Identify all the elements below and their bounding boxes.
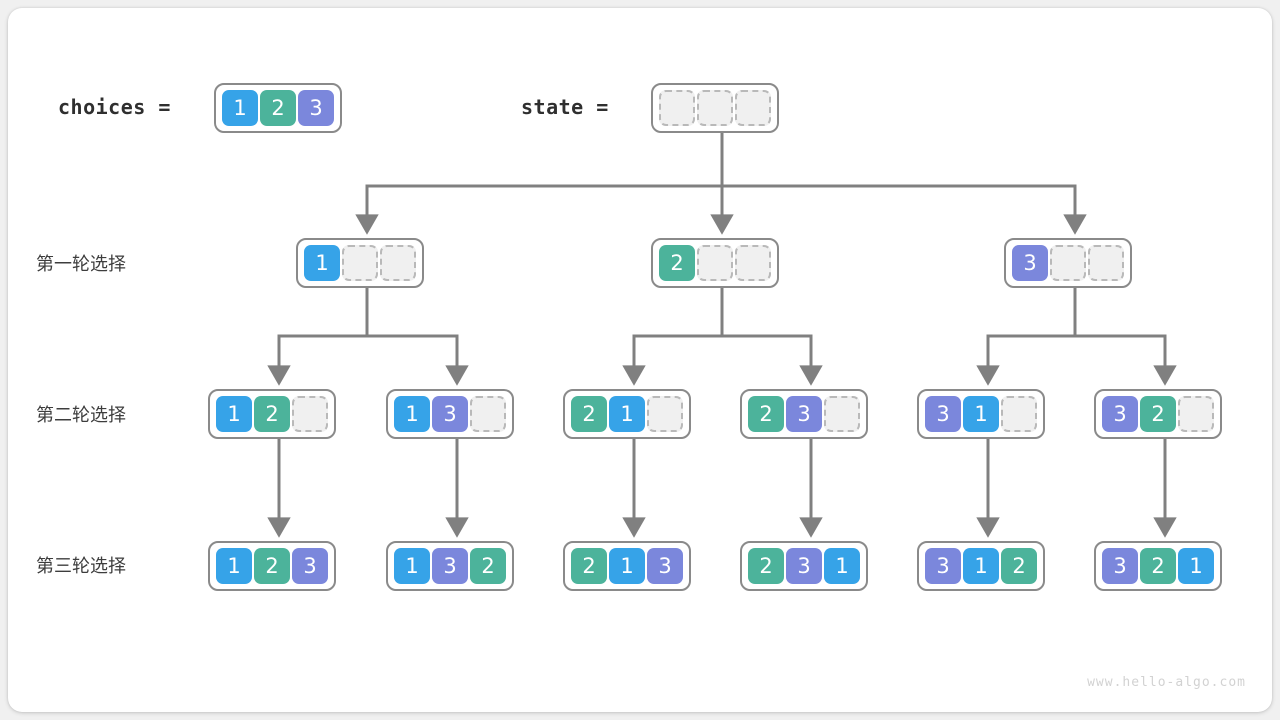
array-cell-value: 3 <box>1102 548 1138 584</box>
array-cell-value: 2 <box>748 548 784 584</box>
array-cell-empty <box>380 245 416 281</box>
array-cell-empty <box>1001 396 1037 432</box>
array-cell-value: 3 <box>786 396 822 432</box>
array-cell-value: 2 <box>470 548 506 584</box>
array-cell-value: 3 <box>298 90 334 126</box>
array-cell-value: 2 <box>254 548 290 584</box>
array-cell-value: 2 <box>571 548 607 584</box>
array-cell-value: 2 <box>260 90 296 126</box>
array-cell-value: 1 <box>394 396 430 432</box>
array-cell-empty <box>1050 245 1086 281</box>
array-cell-empty <box>735 90 771 126</box>
level1-node-3: 3 <box>1004 238 1132 288</box>
array-cell-value: 1 <box>824 548 860 584</box>
level1-node-2: 2 <box>651 238 779 288</box>
array-cell-value: 2 <box>659 245 695 281</box>
array-cell-value: 3 <box>647 548 683 584</box>
diagram-card <box>8 8 1272 712</box>
array-cell-value: 3 <box>1012 245 1048 281</box>
state-array <box>651 83 779 133</box>
array-cell-value: 1 <box>963 396 999 432</box>
array-cell-value: 2 <box>1001 548 1037 584</box>
array-cell-value: 3 <box>786 548 822 584</box>
array-cell-value: 2 <box>1140 548 1176 584</box>
array-cell-empty <box>659 90 695 126</box>
array-cell-empty <box>342 245 378 281</box>
array-cell-empty <box>1088 245 1124 281</box>
array-cell-value: 3 <box>432 396 468 432</box>
row-label-round-1: 第一轮选择 <box>36 254 126 275</box>
array-cell-value: 1 <box>609 396 645 432</box>
array-cell-value: 1 <box>216 548 252 584</box>
array-cell-value: 1 <box>216 396 252 432</box>
row-label-round-3: 第三轮选择 <box>36 556 126 577</box>
array-cell-value: 1 <box>1178 548 1214 584</box>
level1-node-1: 1 <box>296 238 424 288</box>
array-cell-empty <box>697 90 733 126</box>
row-label-round-2: 第二轮选择 <box>36 405 126 426</box>
array-cell-value: 1 <box>394 548 430 584</box>
array-cell-value: 1 <box>609 548 645 584</box>
array-cell-empty <box>1178 396 1214 432</box>
array-cell-empty <box>470 396 506 432</box>
array-cell-value: 1 <box>963 548 999 584</box>
array-cell-value: 2 <box>748 396 784 432</box>
state-label: state = <box>521 95 609 119</box>
array-cell-empty <box>697 245 733 281</box>
array-cell-value: 1 <box>222 90 258 126</box>
array-cell-empty <box>735 245 771 281</box>
watermark: www.hello-algo.com <box>1087 675 1246 690</box>
array-cell-value: 2 <box>254 396 290 432</box>
array-cell-value: 3 <box>292 548 328 584</box>
array-cell-value: 3 <box>1102 396 1138 432</box>
array-cell-empty <box>824 396 860 432</box>
array-cell-value: 3 <box>925 396 961 432</box>
array-cell-value: 1 <box>304 245 340 281</box>
array-cell-value: 3 <box>925 548 961 584</box>
array-cell-empty <box>647 396 683 432</box>
array-cell-value: 3 <box>432 548 468 584</box>
choices-label: choices = <box>58 95 171 119</box>
array-cell-value: 2 <box>571 396 607 432</box>
array-cell-empty <box>292 396 328 432</box>
array-cell-value: 2 <box>1140 396 1176 432</box>
